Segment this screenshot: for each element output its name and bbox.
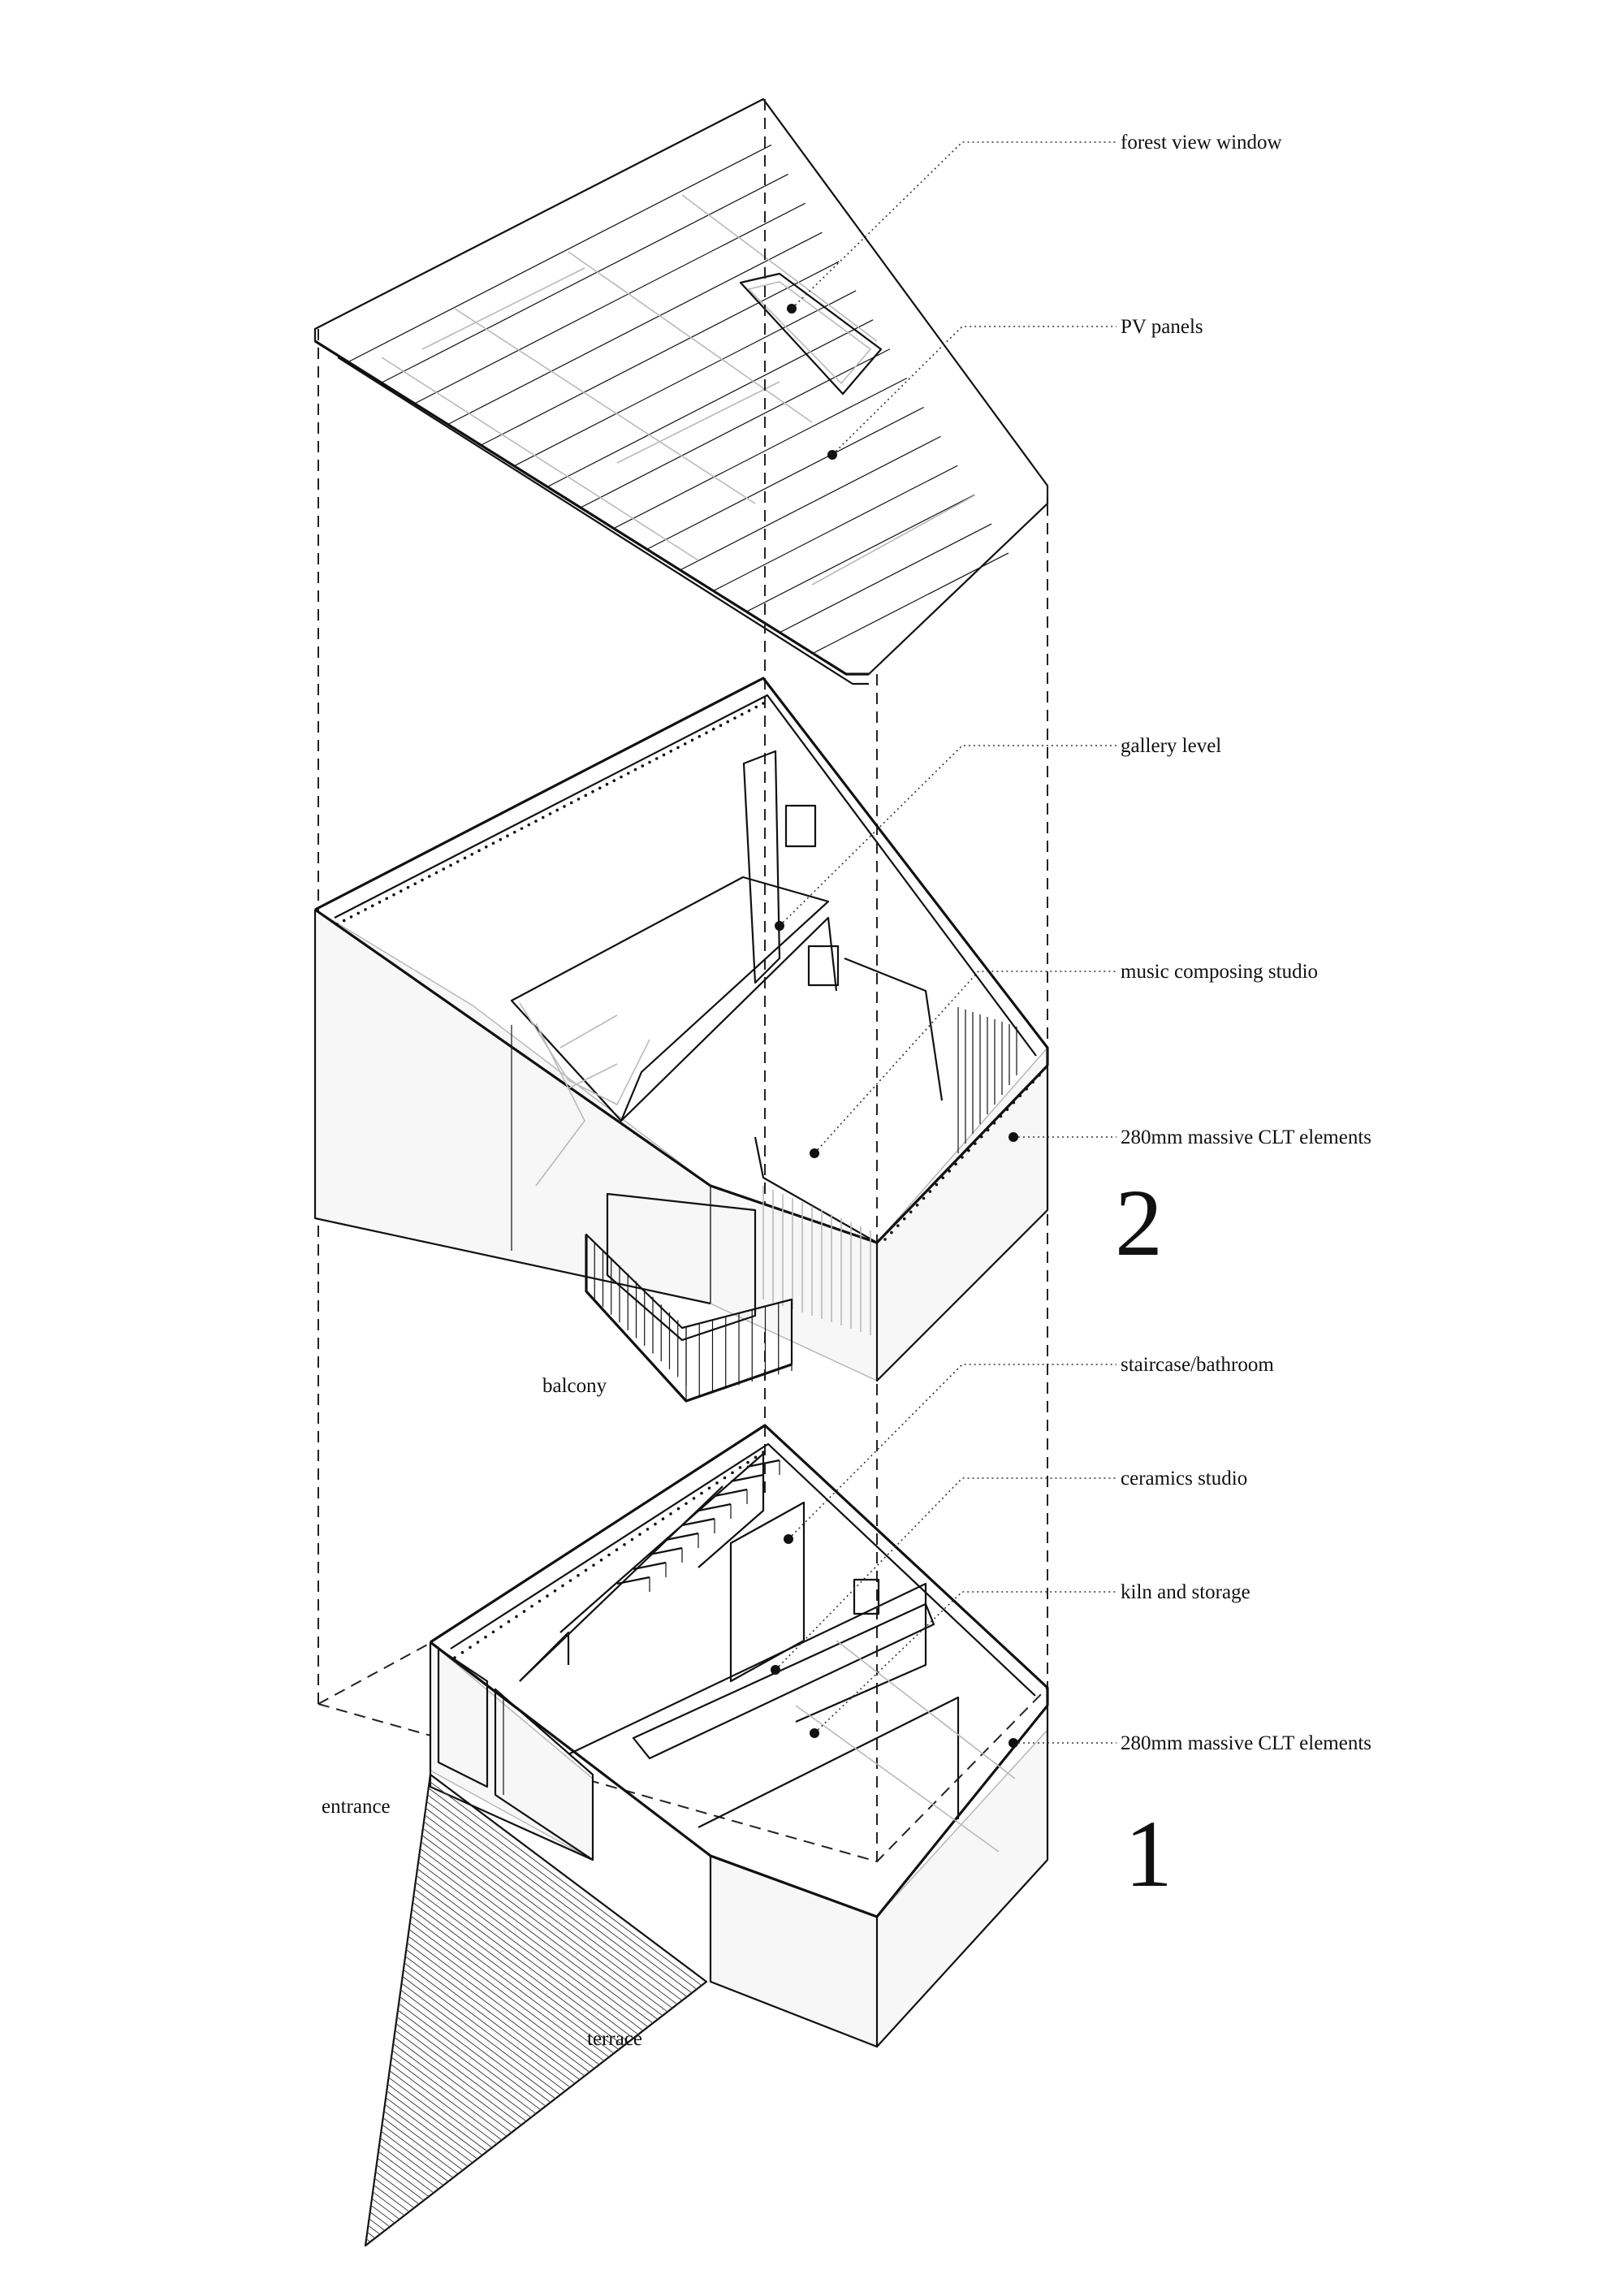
annotation-layer: forest view window PV panels gallery lev… xyxy=(322,132,1371,2050)
forest-view-window-opening xyxy=(739,272,883,396)
dot-kiln xyxy=(810,1728,819,1738)
kiln-wall xyxy=(698,1696,960,1828)
worktable xyxy=(632,1602,935,1760)
studio-wall xyxy=(844,957,944,1101)
leader-gallery xyxy=(779,745,1116,927)
label-terrace: terrace xyxy=(587,2028,642,2050)
label-music-composing-studio: music composing studio xyxy=(1121,961,1318,983)
upper-partition-wall xyxy=(742,750,781,984)
dot-pv xyxy=(827,450,837,460)
roof-outline xyxy=(313,97,1049,676)
ground-insulation-serration xyxy=(453,1451,765,1659)
level-number-1: 1 xyxy=(1125,1801,1173,1907)
ground-level xyxy=(429,1424,1049,2048)
upper-window-2 xyxy=(807,945,840,987)
label-gallery-level: gallery level xyxy=(1121,735,1221,757)
label-kiln-and-storage: kiln and storage xyxy=(1121,1581,1250,1603)
label-balcony: balcony xyxy=(542,1375,607,1397)
upper-top-edge xyxy=(314,677,1049,1066)
gallery-slab xyxy=(510,876,830,1122)
ground-top-edge xyxy=(430,1424,1049,1706)
leader-staircase xyxy=(788,1364,1116,1540)
dot-music xyxy=(810,1148,819,1158)
terrace xyxy=(364,1773,708,2247)
upper-stair-ghost xyxy=(519,1002,650,1187)
entrance-glazing xyxy=(494,1688,594,1861)
roof-assembly xyxy=(313,97,1049,685)
upper-eave-edge xyxy=(314,908,1049,1244)
label-staircase-bathroom: staircase/bathroom xyxy=(1121,1354,1274,1376)
dot-ceramics xyxy=(771,1665,780,1675)
upper-right-bottom xyxy=(875,1066,1049,1382)
dot-gallery xyxy=(775,921,784,931)
upper-left-wall xyxy=(314,908,711,1304)
gallery-slab-edge xyxy=(620,916,838,1122)
leader-ceramics xyxy=(775,1477,1116,1671)
ground-left-bottom xyxy=(429,1642,594,1861)
terrace-decking-boards xyxy=(365,1780,702,2242)
balcony-door xyxy=(606,1192,757,1342)
upper-level xyxy=(313,677,1049,1403)
upper-window-1 xyxy=(784,804,817,848)
leader-forest-view xyxy=(791,141,1116,309)
upper-top-edge-inner xyxy=(334,694,1037,1057)
label-pv-panels: PV panels xyxy=(1121,316,1203,338)
ceramics-partition xyxy=(568,1582,927,1755)
dot-forest-view xyxy=(787,304,797,313)
ground-front-wall xyxy=(710,1854,878,2048)
label-ceramics-studio: ceramics studio xyxy=(1121,1468,1247,1490)
label-forest-view-window: forest view window xyxy=(1121,132,1282,153)
label-clt-upper: 280mm massive CLT elements xyxy=(1121,1126,1371,1148)
entrance-door xyxy=(437,1647,489,1788)
label-clt-lower: 280mm massive CLT elements xyxy=(1121,1732,1371,1754)
bathroom-window xyxy=(853,1578,880,1615)
leader-kiln xyxy=(814,1591,1116,1734)
balcony xyxy=(585,1233,793,1403)
dot-clt-lower xyxy=(1009,1738,1018,1748)
window-frame xyxy=(747,281,872,385)
roof-fascia xyxy=(337,357,869,685)
studio-floor-edge xyxy=(754,1136,878,1243)
ground-left-wall xyxy=(430,1641,594,1861)
dot-staircase xyxy=(784,1534,793,1544)
roof-eave-edge xyxy=(314,339,869,676)
ground-right-bottom xyxy=(875,1706,1049,2048)
ground-eave-edge xyxy=(430,1641,1049,1918)
roof-standing-seams xyxy=(348,145,1009,654)
upper-left-bottom xyxy=(313,910,711,1305)
dot-clt-upper xyxy=(1009,1132,1018,1142)
level-number-2: 2 xyxy=(1115,1170,1163,1276)
upper-window-slats xyxy=(762,1007,1017,1335)
ground-top-edge-inner xyxy=(450,1442,1036,1697)
upper-insulation-serration xyxy=(335,702,1041,1241)
ground-staircase xyxy=(519,1452,780,1682)
bathroom-partition xyxy=(729,1501,806,1683)
label-entrance: entrance xyxy=(322,1796,391,1818)
roof-underside-structure xyxy=(381,194,975,586)
leader-music xyxy=(814,971,1116,1154)
ground-front-bottom xyxy=(709,1856,878,2048)
